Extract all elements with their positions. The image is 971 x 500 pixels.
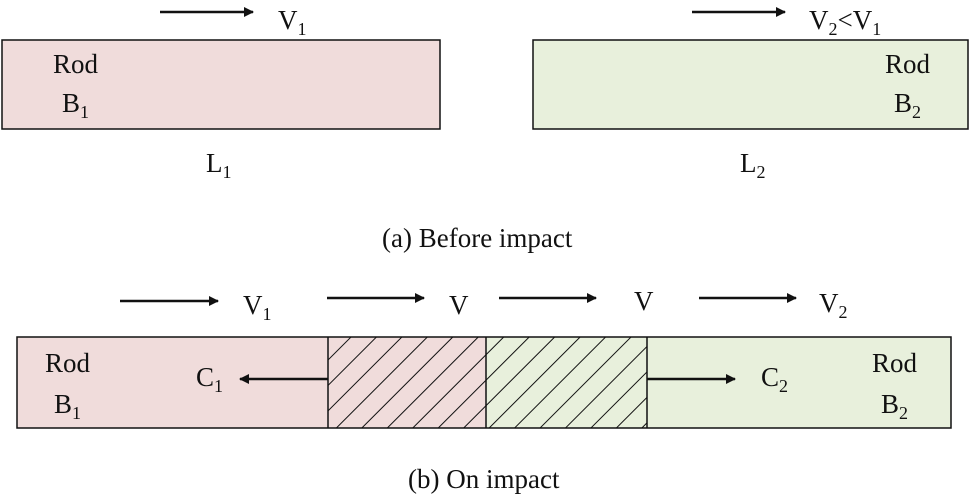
caption-a: (a) Before impact xyxy=(382,223,573,253)
rod-b2-name-b: B2 xyxy=(881,389,908,423)
rod-b2-bar xyxy=(532,39,969,130)
compressed-zone-b1 xyxy=(328,337,486,428)
panel-b: V1 V V V2 C1 C2 Rod B1 Rod xyxy=(16,286,952,494)
rod-b2-word: Rod xyxy=(885,49,931,79)
rod-b1-word-b: Rod xyxy=(45,348,91,378)
caption-b: (b) On impact xyxy=(408,464,560,494)
compressed-zone-b2 xyxy=(486,337,647,428)
rod-b1-word: Rod xyxy=(53,49,99,79)
rod-b1-name: B1 xyxy=(62,88,89,122)
rod-b2-name: B2 xyxy=(894,88,921,122)
rod-b1-bar xyxy=(1,39,441,130)
rod-b1-name-b: B1 xyxy=(54,389,81,423)
v-label-right-zone: V xyxy=(634,286,654,316)
v1-label: V1 xyxy=(278,5,307,39)
panel-a: V1 V2<V1 Rod B1 Rod B2 L1 L2 (a) Before … xyxy=(1,5,969,253)
c2-label: C2 xyxy=(761,362,788,396)
rod-b2-word-b: Rod xyxy=(872,348,918,378)
rod-b1-region xyxy=(17,337,328,428)
length-l1-label: L1 xyxy=(206,148,232,182)
v2-label-b: V2 xyxy=(819,288,848,322)
v-label-left-zone: V xyxy=(449,290,469,320)
combined-rod-outline xyxy=(16,336,952,429)
v2-less-than-v1-label: V2<V1 xyxy=(809,5,881,39)
length-l2-label: L2 xyxy=(740,148,766,182)
v1-label-b: V1 xyxy=(243,290,272,324)
rod-b2-region xyxy=(647,337,951,428)
c1-label: C1 xyxy=(196,362,223,396)
